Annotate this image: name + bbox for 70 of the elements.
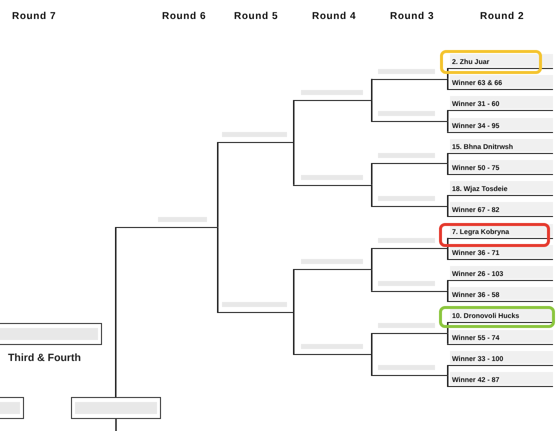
bracket-line	[447, 68, 448, 79]
bracket-line	[447, 164, 448, 174]
bracket-line	[447, 238, 448, 248]
bracket-slot	[447, 348, 553, 366]
bracket-line	[115, 227, 116, 397]
bracket-line	[371, 184, 372, 206]
bracket-slot	[371, 151, 447, 164]
bracket-line	[293, 270, 294, 312]
bracket-line	[371, 164, 372, 185]
box-caption: Third & Fourth	[8, 352, 81, 364]
round-heading: Round 4	[312, 11, 356, 23]
bracket-line	[447, 376, 448, 386]
bracket-line	[293, 312, 294, 354]
bracket-line	[447, 280, 448, 291]
bracket-slot	[371, 278, 447, 292]
bracket-line	[371, 354, 372, 376]
bracket-slot	[371, 194, 447, 207]
round-heading: Round 5	[234, 11, 278, 23]
match-box	[71, 397, 161, 419]
round-heading: Round 3	[390, 11, 434, 23]
bracket-line	[447, 290, 448, 302]
highlight-outline	[439, 306, 555, 328]
highlight-outline	[439, 223, 550, 247]
bracket-line	[371, 270, 372, 291]
round-heading: Round 6	[162, 11, 206, 23]
bracket-line	[447, 78, 448, 90]
bracket-line	[447, 322, 448, 334]
bracket-line	[217, 227, 218, 312]
bracket-line	[371, 100, 372, 122]
bracket-slot	[371, 236, 447, 250]
bracket-line	[371, 248, 372, 270]
bracket-slot	[447, 136, 553, 154]
match-box	[0, 323, 102, 345]
bracket-line	[447, 153, 448, 164]
bracket-line	[115, 419, 117, 431]
bracket-slot	[447, 179, 553, 196]
bracket-slot	[447, 94, 553, 112]
bracket-slot	[447, 52, 553, 69]
bracket-slot	[293, 341, 371, 356]
bracket-line	[293, 100, 294, 142]
bracket-line	[371, 78, 372, 100]
bracket-line	[293, 142, 294, 185]
bracket-line	[447, 206, 448, 217]
round-heading: Round 7	[12, 11, 56, 23]
bracket-slot	[217, 129, 293, 144]
match-box	[0, 397, 24, 419]
bracket-slot	[447, 116, 553, 133]
bracket-slot	[371, 109, 447, 122]
bracket-line	[447, 248, 448, 260]
bracket-slot	[447, 200, 553, 218]
bracket-line	[447, 333, 448, 344]
bracket-slot	[115, 214, 217, 228]
bracket-slot	[447, 73, 553, 90]
bracket-slot	[293, 256, 371, 270]
bracket-slot	[371, 66, 447, 80]
bracket-line	[217, 142, 218, 228]
bracket-slot	[447, 328, 553, 345]
bracket-line	[447, 365, 448, 376]
bracket-slot	[447, 158, 553, 175]
round-heading: Round 2	[480, 11, 524, 23]
bracket-line	[447, 195, 448, 206]
bracket-slot	[447, 370, 553, 387]
bracket-slot	[447, 285, 553, 302]
highlight-outline	[440, 50, 542, 74]
bracket-line	[447, 110, 448, 122]
bracket-line	[447, 121, 448, 132]
bracket-slot	[371, 363, 447, 376]
bracket-line	[371, 333, 372, 354]
bracket-slot	[371, 321, 447, 334]
bracket-slot	[447, 264, 553, 281]
